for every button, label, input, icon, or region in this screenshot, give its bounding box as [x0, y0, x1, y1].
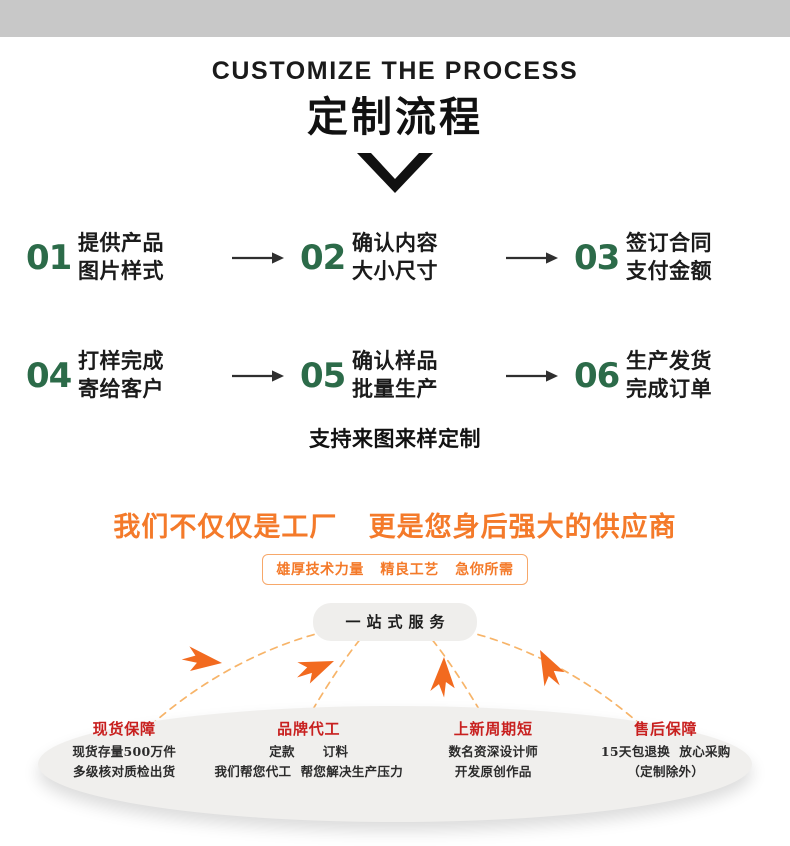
- feature-title: 售后保障: [634, 720, 698, 738]
- one-stop-service-container: 一站式服务: [0, 603, 790, 641]
- top-gray-band: [0, 0, 790, 37]
- step-label: 生产发货 完成订单: [626, 348, 712, 403]
- page-title-english: CUSTOMIZE THE PROCESS: [211, 57, 579, 85]
- process-steps: 01 提供产品 图片样式 02 确认内容 大小尺寸: [0, 213, 790, 421]
- chevron-down-icon: [0, 152, 790, 193]
- step-label-line2: 大小尺寸: [352, 259, 438, 283]
- feature-detail: 定款 订料: [269, 744, 349, 759]
- arrow-head-icon-3: [430, 657, 455, 698]
- step-label-line2: 图片样式: [78, 259, 164, 283]
- step-label-line1: 签订合同: [626, 231, 712, 256]
- features-capsule: 现货保障 现货存量500万件 多级核对质检出货 品牌代工 定款 订料 我们帮您代…: [38, 706, 752, 822]
- feature-item-oem: 品牌代工 定款 订料 我们帮您代工 帮您解决生产压力: [211, 720, 408, 782]
- feature-detail: 多级核对质检出货: [73, 764, 176, 780]
- step-number: 01: [26, 238, 72, 278]
- process-step-04: 04 打样完成 寄给客户: [26, 348, 216, 403]
- arrow-head-icon-1: [181, 646, 222, 671]
- step-label-line2: 寄给客户: [78, 377, 164, 401]
- step-label: 确认样品 批量生产: [352, 348, 438, 403]
- arrow-head-icon-4: [540, 650, 565, 687]
- promo-badge-container: 雄厚技术力量 精良工艺 急你所需: [0, 554, 790, 585]
- step-number: 04: [26, 356, 72, 396]
- step-label-line2: 完成订单: [626, 377, 712, 401]
- feature-item-newcycle: 上新周期短 数名资深设计师 开发原创作品: [407, 720, 580, 782]
- feature-detail: 开发原创作品: [454, 764, 532, 780]
- arrow-head-icon-2: [297, 661, 334, 684]
- step-label: 提供产品 图片样式: [78, 230, 164, 285]
- feature-detail: 数名资深设计师: [448, 744, 539, 759]
- process-step-06: 06 生产发货 完成订单: [574, 348, 764, 403]
- process-row-1: 01 提供产品 图片样式 02 确认内容 大小尺寸: [0, 213, 790, 303]
- step-label: 签订合同 支付金额: [626, 230, 712, 285]
- one-stop-service-pill: 一站式服务: [313, 603, 477, 641]
- process-step-02: 02 确认内容 大小尺寸: [300, 230, 490, 285]
- feature-detail: 15天包退换 放心采购: [600, 744, 731, 759]
- step-label: 打样完成 寄给客户: [78, 348, 164, 403]
- process-step-01: 01 提供产品 图片样式: [26, 230, 216, 285]
- step-connector-arrow-icon: [216, 250, 300, 266]
- features-row: 现货保障 现货存量500万件 多级核对质检出货 品牌代工 定款 订料 我们帮您代…: [38, 706, 752, 822]
- step-connector-arrow-icon: [490, 368, 574, 384]
- step-label-line2: 支付金额: [626, 259, 712, 283]
- page-title-chinese: 定制流程: [307, 92, 483, 141]
- feature-item-aftersales: 售后保障 15天包退换 放心采购 （定制除外）: [580, 720, 753, 782]
- page-header: CUSTOMIZE THE PROCESS 定制流程: [0, 57, 790, 193]
- step-connector-arrow-icon: [490, 250, 574, 266]
- feature-title: 现货保障: [92, 720, 156, 738]
- promo-badge: 雄厚技术力量 精良工艺 急你所需: [262, 554, 528, 585]
- feature-item-stock: 现货保障 现货存量500万件 多级核对质检出货: [38, 720, 211, 782]
- step-number: 05: [300, 356, 346, 396]
- process-row-2: 04 打样完成 寄给客户 05 确认样品 批量生产: [0, 331, 790, 421]
- process-step-03: 03 签订合同 支付金额: [574, 230, 764, 285]
- step-label-line1: 生产发货: [626, 349, 712, 374]
- feature-title: 品牌代工: [277, 720, 341, 738]
- promo-headline: 我们不仅仅是工厂 更是您身后强大的供应商: [113, 512, 677, 543]
- step-number: 06: [574, 356, 620, 396]
- step-number: 03: [574, 238, 620, 278]
- step-label: 确认内容 大小尺寸: [352, 230, 438, 285]
- step-label-line1: 确认内容: [352, 231, 438, 256]
- step-connector-arrow-icon: [216, 368, 300, 384]
- step-label-line1: 提供产品: [78, 231, 164, 256]
- step-label-line2: 批量生产: [352, 377, 438, 401]
- step-label-line1: 打样完成: [78, 349, 164, 374]
- feature-detail: 我们帮您代工 帮您解决生产压力: [214, 764, 404, 780]
- feature-title: 上新周期短: [453, 720, 533, 738]
- feature-detail: 现货存量500万件: [72, 744, 177, 759]
- step-number: 02: [300, 238, 346, 278]
- feature-detail: （定制除外）: [627, 764, 705, 780]
- step-label-line1: 确认样品: [352, 349, 438, 374]
- process-step-05: 05 确认样品 批量生产: [300, 348, 490, 403]
- support-statement: 支持来图来样定制: [309, 427, 481, 451]
